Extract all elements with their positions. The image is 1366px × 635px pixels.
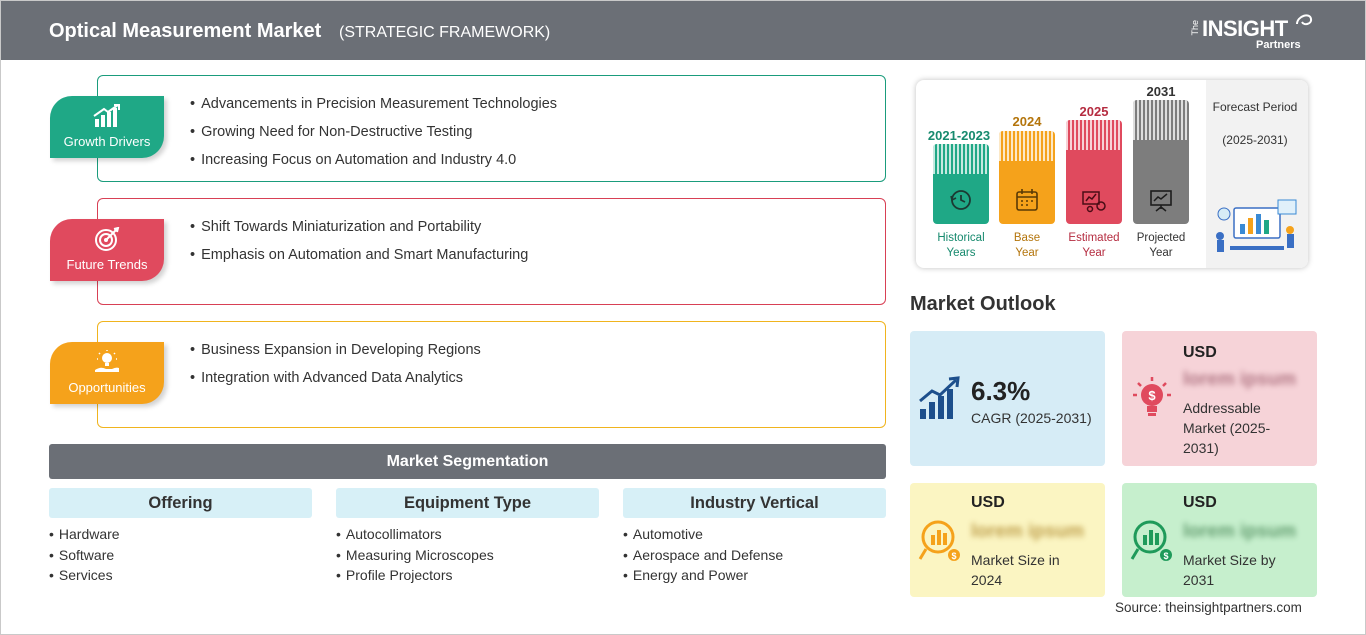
addressable-label: Addressable Market (2025-2031) — [1183, 400, 1271, 456]
opportunities-badge: Opportunities — [50, 342, 164, 404]
opportunities-list: Business Expansion in Developing Regions… — [190, 341, 481, 397]
forecast-period-range: (2025-2031) — [1222, 133, 1288, 147]
cagr-value: 6.3% — [971, 376, 1031, 406]
segment-heading: Equipment Type — [336, 488, 599, 518]
size-2024-usd: USD — [971, 494, 1005, 511]
list-item: Shift Towards Miniaturization and Portab… — [190, 218, 528, 246]
segment-heading: Industry Vertical — [623, 488, 886, 518]
bar-base — [999, 131, 1055, 224]
list-item: Emphasis on Automation and Smart Manufac… — [190, 246, 528, 274]
segment-offering: Offering Hardware Software Services — [49, 488, 312, 586]
bar-year-estimated: 2025 — [1079, 104, 1109, 119]
list-item: Growing Need for Non-Destructive Testing — [190, 123, 557, 151]
growth-chart-icon — [919, 376, 960, 419]
bar-estimated — [1066, 120, 1122, 224]
lightbulb-hand-icon — [95, 350, 119, 372]
svg-text:$: $ — [1148, 388, 1156, 403]
list-item: Measuring Microscopes — [336, 545, 599, 566]
analytics-people-icon — [1216, 199, 1297, 252]
bar-historical — [933, 144, 989, 224]
growth-drivers-box: Advancements in Precision Measurement Te… — [97, 75, 886, 182]
bar-chart-up-icon — [93, 104, 120, 127]
svg-text:$: $ — [1163, 551, 1168, 561]
bar-year-historical: 2021-2023 — [927, 128, 991, 143]
money-bulb-icon: $ — [1133, 377, 1171, 416]
forecast-panel — [1206, 80, 1308, 268]
addressable-usd: USD — [1183, 344, 1217, 361]
page-title: Optical Measurement Market — [49, 20, 322, 42]
list-item: Hardware — [49, 524, 312, 545]
coins-chart-icon: $ — [1130, 520, 1172, 561]
source-credit: Source: theinsightpartners.com — [1115, 600, 1302, 615]
presentation-icon — [1150, 190, 1172, 212]
cagr-label: CAGR (2025-2031) — [971, 410, 1092, 426]
list-item: Business Expansion in Developing Regions — [190, 341, 481, 369]
list-item: Profile Projectors — [336, 565, 599, 586]
list-item: Advancements in Precision Measurement Te… — [190, 95, 557, 123]
target-icon — [95, 227, 120, 251]
market-size-2031-card: $ USD lorem ipsum Market Size by 2031 — [1122, 483, 1317, 597]
future-trends-badge: Future Trends — [50, 219, 164, 281]
list-item: Integration with Advanced Data Analytics — [190, 369, 481, 397]
list-item: Software — [49, 545, 312, 566]
opportunities-label: Opportunities — [68, 380, 146, 395]
segment-equipment-type: Equipment Type Autocollimators Measuring… — [336, 488, 599, 586]
size-2031-value-blurred: lorem ipsum — [1183, 521, 1296, 542]
future-trends-list: Shift Towards Miniaturization and Portab… — [190, 218, 528, 274]
coins-chart-icon: $ — [918, 520, 960, 561]
gears-chart-icon — [1082, 191, 1106, 213]
segment-heading: Offering — [49, 488, 312, 518]
list-item: Aerospace and Defense — [623, 545, 886, 566]
size-2031-label: Market Size by 2031 — [1183, 552, 1276, 588]
addressable-market-card: $ USD lorem ipsum Addressable Market (20… — [1122, 331, 1317, 466]
svg-text:$: $ — [951, 551, 956, 561]
calendar-icon — [1016, 189, 1038, 211]
cagr-card — [910, 331, 1105, 466]
size-2024-label: Market Size in 2024 — [971, 552, 1060, 588]
segment-industry-vertical: Industry Vertical Automotive Aerospace a… — [623, 488, 886, 586]
logo-partners: Partners — [1256, 39, 1301, 51]
addressable-value-blurred: lorem ipsum — [1183, 369, 1296, 390]
growth-drivers-badge: Growth Drivers — [50, 96, 164, 158]
future-trends-box: Shift Towards Miniaturization and Portab… — [97, 198, 886, 305]
list-item: Energy and Power — [623, 565, 886, 586]
forecast-period-label: Forecast Period — [1212, 100, 1298, 114]
market-size-2024-card: $ USD lorem ipsum Market Size in 2024 — [910, 483, 1105, 597]
list-item: Services — [49, 565, 312, 586]
page-header: Optical Measurement Market (STRATEGIC FR… — [0, 0, 1366, 60]
opportunities-box: Business Expansion in Developing Regions… — [97, 321, 886, 428]
market-outlook-title: Market Outlook — [910, 293, 1056, 315]
page-subtitle: (STRATEGIC FRAMEWORK) — [339, 24, 551, 41]
bar-year-projected: 2031 — [1146, 84, 1176, 99]
bar-year-base: 2024 — [1012, 114, 1042, 129]
growth-drivers-list: Advancements in Precision Measurement Te… — [190, 95, 557, 179]
market-segmentation-header: Market Segmentation — [49, 444, 886, 479]
logo-the: The — [1190, 20, 1200, 36]
insight-partners-logo[interactable]: The INSIGHT Partners — [1190, 8, 1320, 54]
growth-drivers-label: Growth Drivers — [63, 134, 151, 149]
size-2031-usd: USD — [1183, 494, 1217, 511]
list-item: Automotive — [623, 524, 886, 545]
future-trends-label: Future Trends — [66, 257, 148, 272]
logo-insight: INSIGHT — [1202, 16, 1288, 41]
list-item: Increasing Focus on Automation and Indus… — [190, 151, 557, 179]
list-item: Autocollimators — [336, 524, 599, 545]
history-clock-icon — [950, 190, 971, 210]
size-2024-value-blurred: lorem ipsum — [971, 521, 1084, 542]
logo-swoosh-icon — [1296, 14, 1313, 26]
bar-projected — [1133, 100, 1189, 224]
